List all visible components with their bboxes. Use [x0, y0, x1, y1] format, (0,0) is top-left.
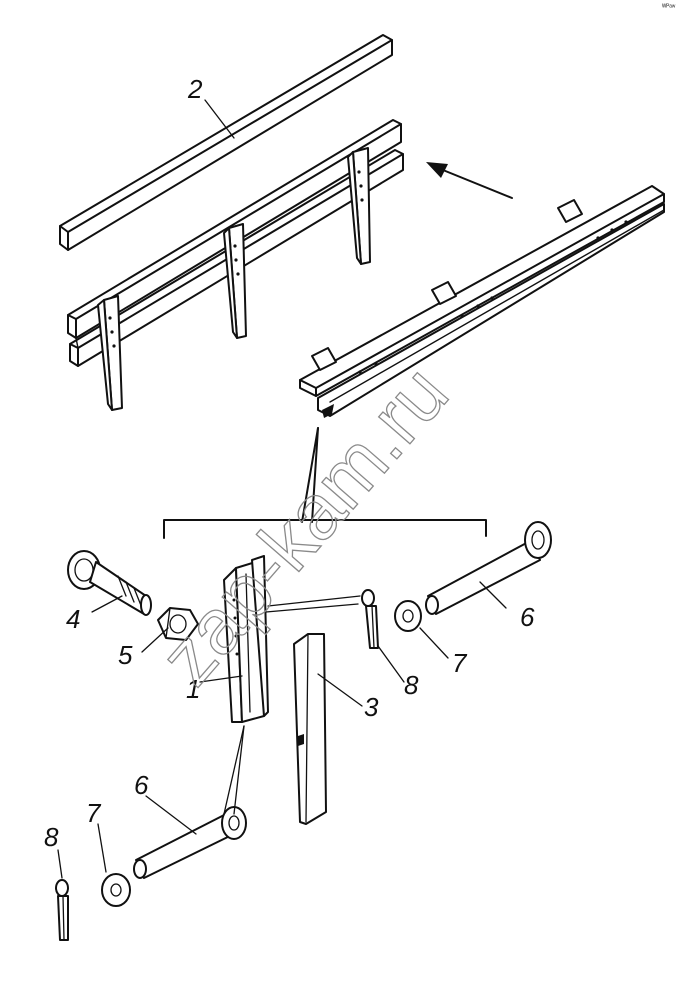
callout-4: 4 [66, 604, 80, 634]
pin-part-6-lower [133, 806, 247, 879]
cotter-pin-part-8-lower [55, 879, 69, 941]
washer-part-7-lower [101, 873, 131, 907]
callout-5: 5 [118, 640, 133, 670]
callout-2: 2 [187, 74, 203, 104]
callout-6-lower: 6 [134, 770, 149, 800]
bolt-part-4 [67, 550, 152, 616]
callout-8-lower: 8 [44, 822, 59, 852]
plank-part-2 [59, 34, 393, 251]
callout-3: 3 [364, 692, 379, 722]
bottom-rail [299, 185, 665, 418]
washer-part-7-upper [394, 600, 422, 632]
callout-7-upper: 7 [452, 648, 468, 678]
nut-part-5 [157, 607, 199, 641]
corner-mark: ᵂᴾᵃʷ [662, 4, 676, 11]
direction-arrow [426, 162, 513, 199]
stake-part-1 [223, 555, 269, 723]
callout-7-lower: 7 [86, 798, 102, 828]
stake-part-3 [293, 633, 327, 825]
assembly-bracket [163, 427, 487, 539]
leader-lines [57, 99, 507, 879]
side-board-assembly [67, 119, 404, 411]
pin-part-6-upper [425, 521, 552, 615]
callout-8-upper: 8 [404, 670, 419, 700]
callout-1: 1 [186, 674, 200, 704]
callout-6-upper: 6 [520, 602, 535, 632]
cotter-pin-part-8-upper [361, 589, 379, 649]
